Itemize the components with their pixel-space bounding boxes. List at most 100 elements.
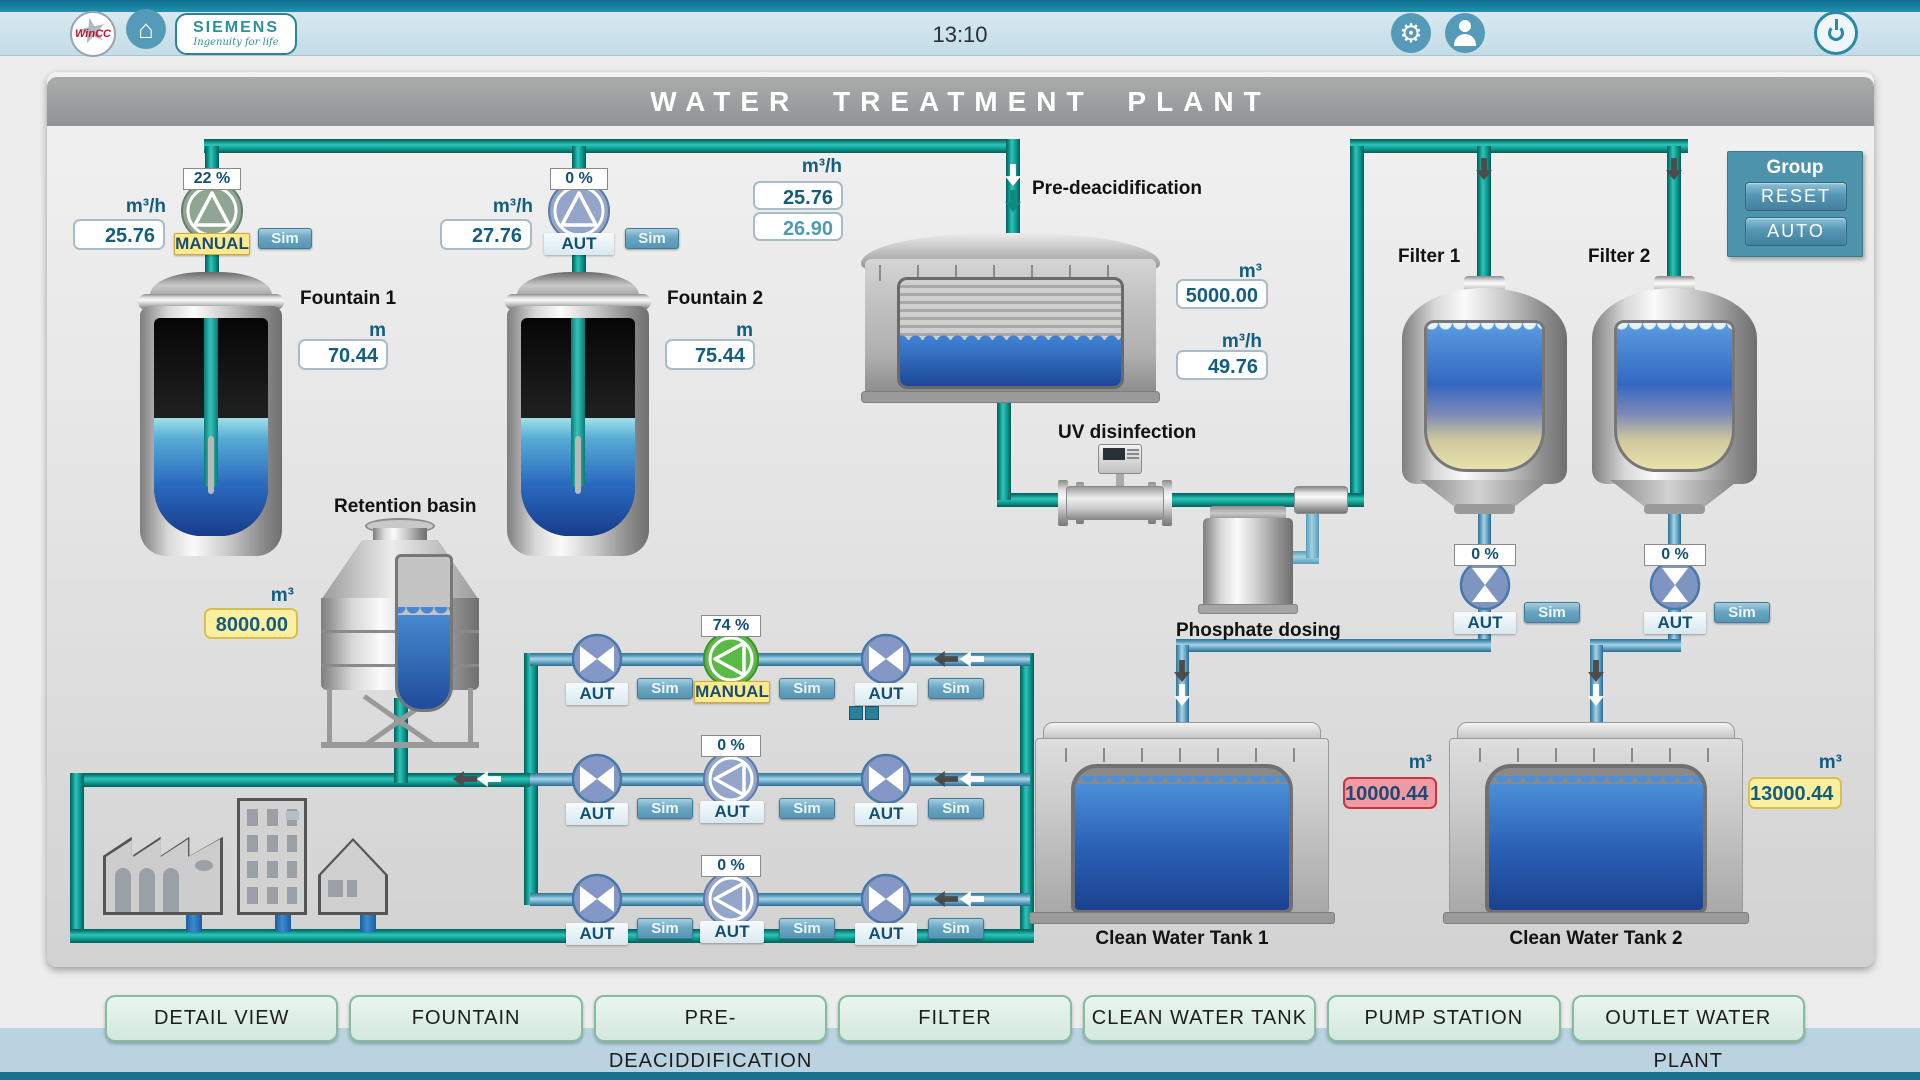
tank1-volume-unit: m³ [1408,752,1432,773]
settings-button[interactable]: ⚙ [1391,13,1431,53]
status-square-1 [849,706,863,720]
filter2-label: Filter 2 [1588,246,1651,267]
clean-water-tank1 [1029,722,1335,927]
pump-row1-right-sim[interactable]: Sim [928,678,984,699]
user-button[interactable] [1445,13,1485,53]
nav-detail-view[interactable]: DETAIL VIEW [105,995,339,1042]
pump-row3-right-valve-mode: AUT [855,923,917,945]
home-icon: ⌂ [138,13,154,44]
pump-row1-left-valve[interactable] [571,633,623,685]
filter2-window [1614,320,1735,472]
office-building [237,798,307,915]
user-icon [1459,20,1471,32]
pump-row3-pump[interactable] [702,870,760,928]
uv-label: UV disinfection [1058,422,1197,443]
filter1-sim-button[interactable]: Sim [1524,602,1580,623]
pump-row3-mid-sim[interactable]: Sim [779,918,835,939]
pump-row1-mid-sim[interactable]: Sim [779,678,835,699]
pipe-filter2-drop [1667,146,1681,280]
tank2-volume-value: 13000.44 [1748,777,1842,809]
top-bar [0,12,1920,56]
pump-row1-pump[interactable] [702,630,760,688]
clean-water-tank2 [1443,722,1749,927]
pump-row2-left-sim[interactable]: Sim [637,798,693,819]
group-reset-button[interactable]: RESET [1745,182,1847,211]
filter2-valve[interactable] [1649,559,1701,611]
main-flow-unit: m³/h [801,156,842,177]
pump-row3-percent: 0 % [701,855,761,877]
predeacid-window [897,277,1124,389]
group-auto-button[interactable]: AUTO [1745,217,1847,246]
predeacid-water [900,340,1121,386]
factory-window [139,868,155,912]
fountain2-sim-button[interactable]: Sim [625,228,679,249]
pump-row2-pump[interactable] [702,750,760,808]
fountain2-tube [571,318,585,488]
tank1-window [1071,764,1293,914]
top-strip [0,0,1920,12]
pipe-city-left [70,773,84,943]
pump-row2-mid-sim[interactable]: Sim [779,798,835,819]
filter2-sim-button[interactable]: Sim [1714,602,1770,623]
siemens-tagline: Ingenuity for life [193,37,279,48]
nav-filter[interactable]: FILTER [838,995,1072,1042]
wincc-logo[interactable]: ★ WinCC [70,11,116,57]
pump-row1-left-valve-mode: AUT [566,683,628,705]
tank2-label: Clean Water Tank 2 [1509,928,1683,949]
pump-row2-left-valve[interactable] [571,753,623,805]
pump-row2-mode: AUT [700,801,764,823]
filter1-valve[interactable] [1459,559,1511,611]
home-button[interactable]: ⌂ [126,9,166,49]
filter2-percent: 0 % [1644,544,1706,566]
bottom-strip [0,1072,1920,1080]
retention-window [395,554,453,712]
filter1-percent: 0 % [1454,544,1516,566]
group-title: Group [1766,157,1824,178]
fountain1-flow-unit: m³/h [125,196,166,217]
predeacid-outflow-value: 49.76 [1176,350,1268,380]
nav-pump-station[interactable]: PUMP STATION [1327,995,1561,1042]
pump-row1-mode: MANUAL [694,681,770,703]
pump-row2-right-sim[interactable]: Sim [928,798,984,819]
pump-row3-left-valve[interactable] [571,873,623,925]
tank2-volume-unit: m³ [1818,752,1842,773]
phosphate-tank [1198,506,1298,616]
dosing-fitting [1294,486,1348,514]
fountain2-level-value: 75.44 [665,339,755,370]
nav-pre-deacidification[interactable]: PRE-DEACIDDIFICATION [593,995,828,1072]
fountain1-label: Fountain 1 [300,288,397,309]
predeacid-label: Pre-deacidification [1032,178,1202,199]
nav-outlet-water-plant[interactable]: OUTLET WATER PLANT [1571,995,1805,1072]
pump-row1-percent: 74 % [701,615,761,637]
fountain1-level-value: 70.44 [298,339,388,370]
pipe-predeacid-outlet [997,398,1011,500]
fountain1-level-unit: m [369,320,386,341]
retention-volume-unit: m³ [270,585,294,606]
pump-row1-left-sim[interactable]: Sim [637,678,693,699]
house-window [328,880,343,897]
house-window [347,880,357,897]
uv-display [1103,448,1125,460]
pump-row3-right-sim[interactable]: Sim [928,918,984,939]
siemens-name: SIEMENS [192,19,279,36]
factory-window [115,868,131,912]
fountain1-percent: 22 % [183,168,241,190]
uv-device [1052,444,1178,526]
fountain1-sim-button[interactable]: Sim [258,228,312,249]
wincc-label: WinCC [75,28,111,40]
pump-row2-right-valve[interactable] [860,753,912,805]
fountain2-mode: AUT [544,233,614,255]
pipe-city-feed [84,773,530,787]
power-button[interactable] [1814,11,1858,55]
nav-clean-water-tank[interactable]: CLEAN WATER TANK [1082,995,1317,1042]
pipe-phosphate-v [1306,508,1319,558]
nav-fountain[interactable]: FOUNTAIN [349,995,583,1042]
fountain2-level-unit: m [736,320,753,341]
pump-row3-right-valve[interactable] [860,873,912,925]
main-flow-value1: 25.76 [753,181,843,210]
pump-row1-right-valve[interactable] [860,633,912,685]
pump-row3-left-sim[interactable]: Sim [637,918,693,939]
pipe-uv-riser [1350,146,1364,502]
fountain2-flow-value: 27.76 [440,219,532,250]
